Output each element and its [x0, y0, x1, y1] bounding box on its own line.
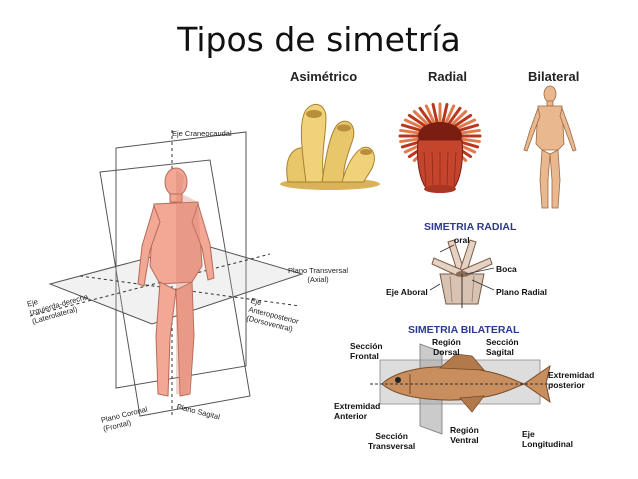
- anemone-tentacle: [440, 102, 449, 127]
- sponge-illustration: [280, 103, 380, 190]
- radial-plane-label: Plano Radial: [496, 287, 548, 297]
- anemone-tentacle: [424, 104, 437, 127]
- transverse-plane-title: Plano Transversal: [288, 266, 349, 275]
- anteroposterior-axis-line: [79, 275, 301, 307]
- dorsal-region-label: Región Dorsal: [432, 337, 461, 357]
- axis-craneocaudal-label: Eje Craneocaudal: [172, 129, 232, 138]
- anemone-tentacle: [431, 102, 440, 127]
- radial-oral-label: oral: [454, 235, 470, 245]
- radial-leader-lines: [429, 244, 495, 291]
- bilateral-panel-title: SIMETRIA BILATERAL: [408, 324, 520, 336]
- frontal-section-label: Sección Frontal: [350, 341, 383, 361]
- body-shading: [176, 170, 202, 396]
- coronal-plane-outline: [115, 131, 247, 389]
- radial-aboral-axis-label: Eje Aboral: [386, 287, 428, 297]
- human-body-figure: [137, 167, 215, 397]
- slide-title: Tipos de simetría: [177, 20, 461, 59]
- transverse-plane-outline: [48, 243, 304, 325]
- anatomical-planes-diagram: [29, 130, 304, 418]
- anterior-end-label: Extremidad Anterior: [334, 401, 381, 421]
- posterior-end-label: Extremidad posterior: [548, 370, 595, 390]
- radial-header: Radial: [428, 69, 468, 84]
- sagittal-section-label: Sección Sagital: [486, 337, 519, 357]
- asymmetric-header: Asimétrico: [290, 69, 358, 84]
- transverse-section-label: Sección Transversal: [368, 431, 416, 451]
- transverse-plane-label: Plano Transversal (Axial): [288, 266, 348, 284]
- ventral-region-label: Región Ventral: [450, 425, 479, 445]
- radial-panel-title: SIMETRIA RADIAL: [424, 221, 517, 233]
- radial-mouth-label: Boca: [496, 264, 517, 274]
- anemone-tentacle: [443, 104, 456, 127]
- transverse-plane-sub: (Axial): [307, 275, 329, 284]
- fish-illustration: [370, 343, 556, 435]
- bilateral-human-illustration: [523, 85, 577, 209]
- left-right-axis-line: [29, 253, 271, 317]
- radial-polyp-illustration: [431, 239, 493, 308]
- bilateral-header: Bilateral: [528, 69, 580, 84]
- longitudinal-axis-label: Eje Longitudinal: [522, 429, 573, 449]
- anemone-illustration: [398, 102, 482, 193]
- sagittal-plane-outline: [99, 159, 251, 417]
